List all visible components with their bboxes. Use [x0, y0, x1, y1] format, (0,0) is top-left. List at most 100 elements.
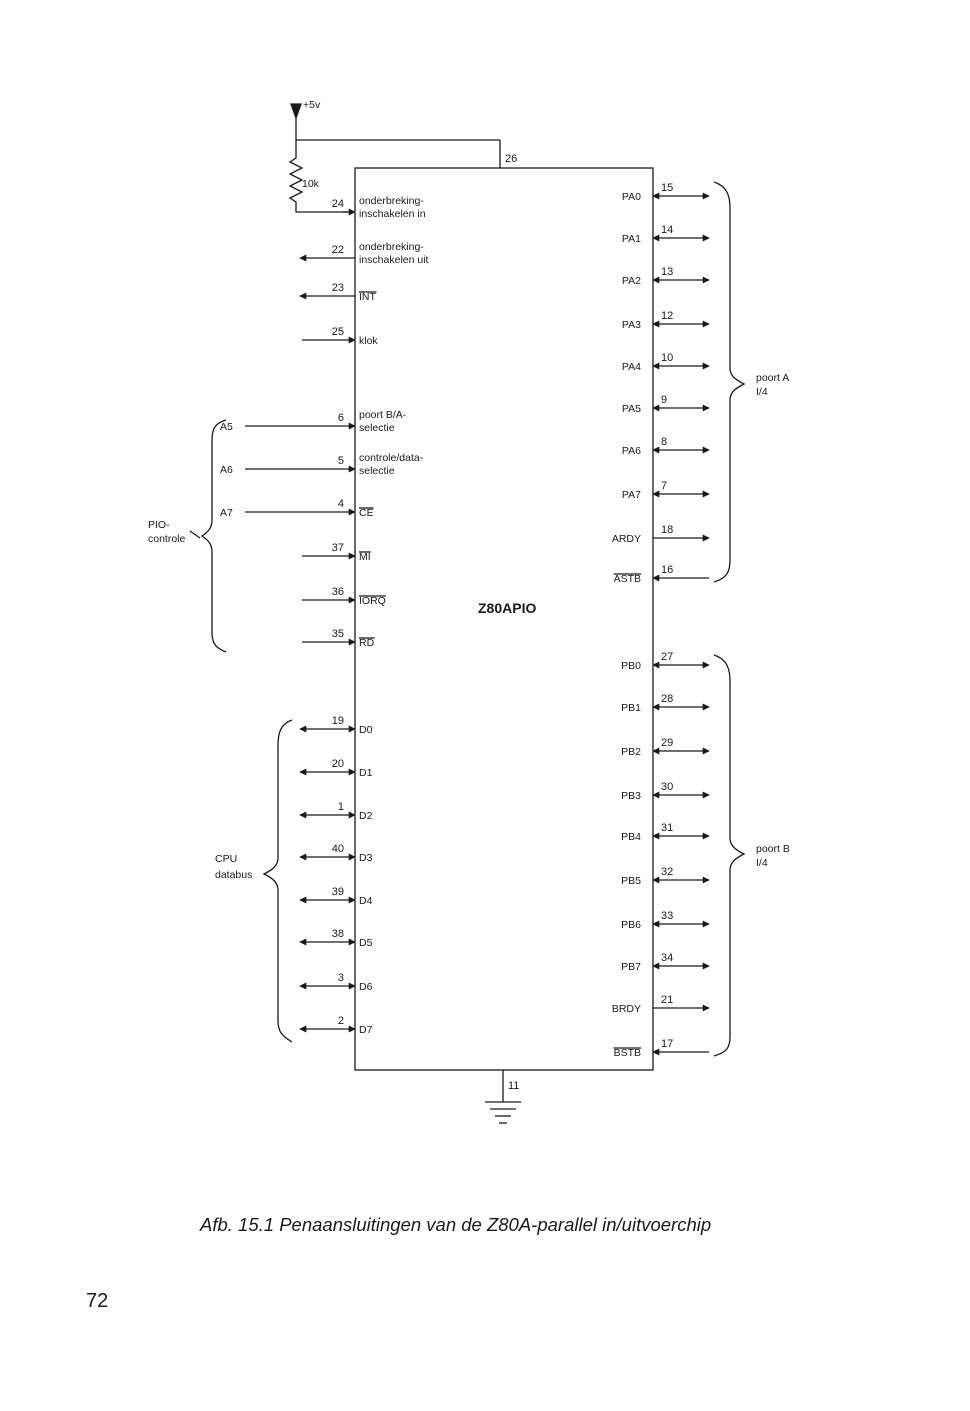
resistor-label: 10k [302, 178, 320, 190]
chip-name: Z80APIO [478, 600, 536, 616]
right-pin-33-label-pb6: PB6 [621, 919, 641, 931]
port-b-brace [713, 654, 746, 1057]
right-pin-14-label-pa1: PA1 [622, 233, 641, 245]
left-pin-19-number: 19 [332, 715, 344, 727]
vcc-pin-number: 26 [505, 153, 517, 165]
right-pin-15-number: 15 [661, 182, 673, 194]
left-pin-6-label-poort-b-a-1: selectie [359, 422, 395, 434]
right-pin-16-label-astb: ASTB [614, 573, 641, 585]
group-pointer [189, 530, 201, 539]
right-pin-7-number: 7 [661, 480, 667, 492]
right-pin-32-number: 32 [661, 866, 673, 878]
right-pin-17-label-bstb: BSTB [614, 1047, 641, 1059]
left-pin-5-number: 5 [338, 455, 344, 467]
right-pin-34-number: 34 [661, 952, 673, 964]
right-pin-13-label-pa2: PA2 [622, 275, 641, 287]
left-pin-22-number: 22 [332, 244, 344, 256]
right-pin-12-label-pa3: PA3 [622, 319, 641, 331]
left-pin-40-number: 40 [332, 843, 344, 855]
right-pin-9-number: 9 [661, 394, 667, 406]
page-number: 72 [86, 1290, 109, 1312]
figure-caption: Afb. 15.1 Penaansluitingen van de Z80A-p… [200, 1214, 712, 1235]
right-pin-18-number: 18 [661, 524, 673, 536]
right-pin-28-label-pb1: PB1 [621, 702, 641, 714]
ground-icon [485, 1101, 521, 1124]
left-pin-5-label-controle-data-1: selectie [359, 465, 395, 477]
right-pin-17-number: 17 [661, 1038, 673, 1050]
supply-arrow-icon [290, 103, 302, 120]
left-pin-39-number: 39 [332, 886, 344, 898]
port-a-brace [713, 181, 746, 583]
right-pin-9-label-pa5: PA5 [622, 403, 641, 415]
supply-label: +5v [303, 99, 321, 111]
left-pin-1-label-d2: D2 [359, 810, 373, 822]
left-pin-4-number: 4 [338, 498, 344, 510]
gnd-pin-number: 11 [508, 1080, 519, 1092]
right-pin-15-label-pa0: PA0 [622, 191, 641, 203]
left-pin-20-number: 20 [332, 758, 344, 770]
resistor-icon [288, 140, 348, 213]
right-pin-21-number: 21 [661, 994, 673, 1006]
left-pin-37-number: 37 [332, 542, 344, 554]
left-pin-40-label-d3: D3 [359, 852, 373, 864]
left-pin-36-number: 36 [332, 586, 344, 598]
right-pin-8-label-pa6: PA6 [622, 445, 641, 457]
left-pin-4-source-label: A7 [220, 507, 233, 519]
left-pin-37-label-mi: MI [359, 551, 371, 563]
right-pin-30-label-pb3: PB3 [621, 790, 641, 802]
right-pin-32-label-pb5: PB5 [621, 875, 641, 887]
left-pin-39-label-d4: D4 [359, 895, 373, 907]
chip-body [354, 167, 654, 1071]
right-pin-16-number: 16 [661, 564, 673, 576]
left-pin-19-label-d0: D0 [359, 724, 373, 736]
right-pin-12-number: 12 [661, 310, 673, 322]
right-pin-27-number: 27 [661, 651, 673, 663]
left-pin-38-number: 38 [332, 928, 344, 940]
right-pin-28-number: 28 [661, 693, 673, 705]
right-pin-13-number: 13 [661, 266, 673, 278]
left-pin-2-number: 2 [338, 1015, 344, 1027]
right-pin-29-label-pb2: PB2 [621, 746, 641, 758]
left-pin-24-label-onderbreking-1: inschakelen in [359, 208, 426, 220]
left-pin-3-label-d6: D6 [359, 981, 373, 993]
pio-control-label: PIO-controle [148, 519, 186, 545]
right-pin-30-number: 30 [661, 781, 673, 793]
right-pin-21-label-brdy: BRDY [612, 1003, 641, 1015]
left-pin-22-label-onderbreking: onderbreking- [359, 241, 424, 253]
left-pin-6-number: 6 [338, 412, 344, 424]
right-pin-27-label-pb0: PB0 [621, 660, 641, 672]
right-pin-8-number: 8 [661, 436, 667, 448]
right-pin-31-number: 31 [661, 822, 673, 834]
left-pin-1-number: 1 [338, 801, 344, 813]
right-pin-7-label-pa7: PA7 [622, 489, 641, 501]
left-pin-24-label-onderbreking: onderbreking- [359, 195, 424, 207]
left-pin-6-label-poort-b-a: poort B/A- [359, 409, 407, 421]
right-pin-34-label-pb7: PB7 [621, 961, 641, 973]
left-pin-23-number: 23 [332, 282, 344, 294]
left-pin-36-label-iorq: IORQ [359, 595, 386, 607]
left-pin-3-number: 3 [338, 972, 344, 984]
left-pin-20-label-d1: D1 [359, 767, 373, 779]
left-pin-25-label-klok: klok [359, 335, 378, 347]
left-pin-24-number: 24 [332, 198, 344, 210]
right-pin-33-number: 33 [661, 910, 673, 922]
right-pin-18-label-ardy: ARDY [612, 533, 641, 545]
left-pin-38-label-d5: D5 [359, 937, 373, 949]
left-pin-6-source-label: A5 [220, 421, 233, 433]
left-pin-23-label-int: INT [359, 291, 377, 303]
right-pin-10-label-pa4: PA4 [622, 361, 641, 373]
left-pin-35-number: 35 [332, 628, 344, 640]
left-pin-22-label-onderbreking-1: inschakelen uit [359, 254, 429, 266]
right-pin-31-label-pb4: PB4 [621, 831, 641, 843]
right-pin-14-number: 14 [661, 224, 673, 236]
right-pin-29-number: 29 [661, 737, 673, 749]
right-pin-10-number: 10 [661, 352, 673, 364]
left-pin-5-label-controle-data: controle/data- [359, 452, 424, 464]
left-pin-35-label-rd: RD [359, 637, 375, 649]
pio-control-brace [200, 419, 227, 653]
left-pin-4-label-ce: CE [359, 507, 374, 519]
left-pin-2-label-d7: D7 [359, 1024, 373, 1036]
